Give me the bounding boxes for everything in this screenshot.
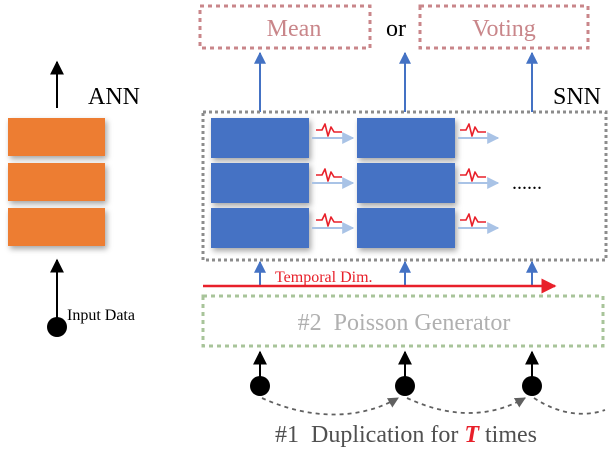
spike-icon [460, 168, 486, 182]
snn-layer [211, 208, 309, 248]
input-data-label: Input Data [67, 307, 135, 324]
spike-icon [316, 168, 342, 182]
ann-label: ANN [88, 84, 140, 110]
snn-layer [357, 163, 455, 203]
voting-box [418, 4, 590, 50]
dup-node [250, 376, 270, 396]
duplication: #1 Duplication for T times [250, 350, 606, 448]
duplication-prefix: #1 Duplication for [275, 422, 464, 448]
dup-curve-arrow [261, 397, 399, 416]
snn-layer [211, 118, 309, 158]
snn-network: SNN ...... [201, 84, 608, 262]
spike-icon [460, 213, 486, 227]
spike-icon [316, 123, 342, 137]
dup-curve-arrow [406, 397, 526, 414]
snn-frame [201, 110, 608, 262]
dup-node [522, 376, 542, 396]
spike-icon [460, 123, 486, 137]
mean-label: Mean [267, 16, 322, 42]
ann-layer [8, 163, 105, 201]
snn-layer [357, 208, 455, 248]
or-label: or [386, 16, 406, 42]
ann-layer [8, 118, 105, 156]
ann-network: ANN Input Data [8, 60, 140, 337]
temporal-dimension: Temporal Dim. [203, 260, 557, 294]
spike-icon [316, 213, 342, 227]
mean-box [198, 4, 372, 50]
duplication-caption: #1 Duplication for T times [275, 422, 537, 448]
continuation-ellipsis: ...... [512, 172, 542, 194]
dup-curve-tail [533, 397, 606, 415]
snn-layer [357, 118, 455, 158]
snn-label: SNN [553, 84, 601, 110]
snn-layer [211, 163, 309, 203]
duplication-suffix: times [479, 422, 537, 448]
poisson-label: #2 Poisson Generator [298, 310, 511, 336]
temporal-label: Temporal Dim. [275, 269, 373, 286]
ann-layer [8, 208, 105, 246]
input-data-node [47, 317, 67, 337]
poisson-generator: #2 Poisson Generator [201, 294, 605, 348]
poisson-box [201, 294, 605, 348]
dup-node [395, 376, 415, 396]
voting-label: Voting [472, 16, 536, 42]
output-aggregation: Mean or Voting [198, 4, 590, 112]
duplication-variable: T [464, 422, 480, 448]
